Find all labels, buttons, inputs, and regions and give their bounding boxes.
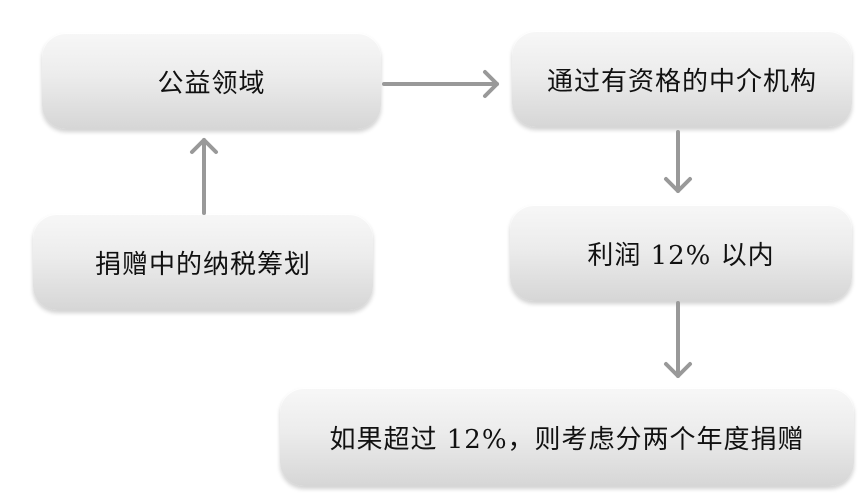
node-donation-tax-planning-label: 捐赠中的纳税筹划 xyxy=(94,249,311,280)
node-profit-limit-label: 利润 12% 以内 xyxy=(587,240,775,271)
node-public-field-label: 公益领域 xyxy=(157,68,266,99)
arrow-agency-to-profit xyxy=(664,130,692,193)
node-profit-limit: 利润 12% 以内 xyxy=(510,205,852,301)
node-over-limit: 如果超过 12%，则考虑分两个年度捐赠 xyxy=(280,388,854,486)
node-donation-tax-planning: 捐赠中的纳税筹划 xyxy=(33,214,373,310)
arrow-public-to-agency xyxy=(382,70,499,98)
node-qualified-agency-label: 通过有资格的中介机构 xyxy=(546,66,817,97)
arrow-donation-to-public xyxy=(190,138,218,215)
node-qualified-agency: 通过有资格的中介机构 xyxy=(512,31,852,127)
arrow-profit-to-split xyxy=(664,301,692,378)
node-over-limit-label: 如果超过 12%，则考虑分两个年度捐赠 xyxy=(329,424,805,455)
node-public-field: 公益领域 xyxy=(42,33,381,129)
